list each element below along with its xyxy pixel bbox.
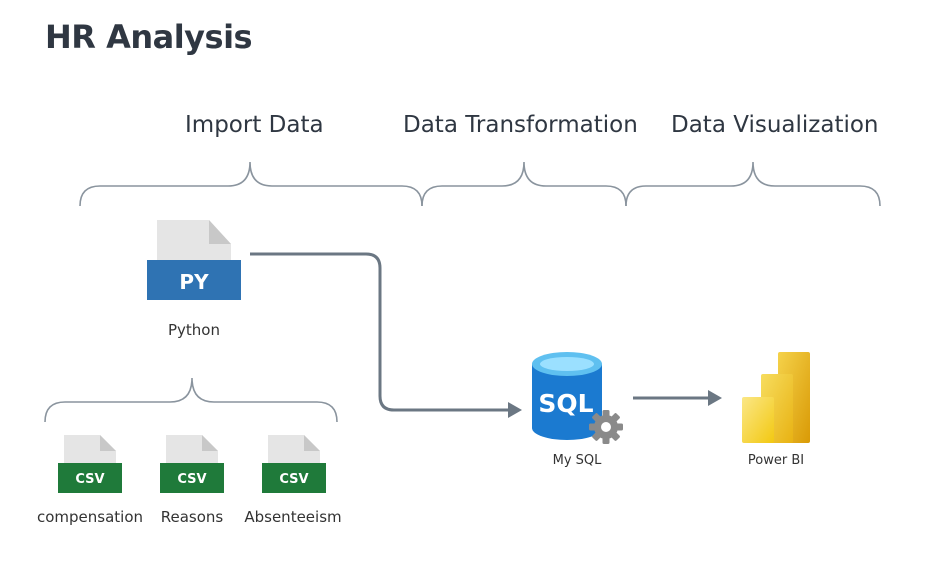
csv-file-icon-reasons: CSV [160,435,224,493]
csv-label-absenteeism: Absenteeism [244,508,342,526]
mysql-label: My SQL [552,453,602,468]
csv-file-icon-absenteeism: CSV [262,435,326,493]
brace-import-data [79,161,423,207]
python-file-icon: PY [147,220,241,300]
sql-database-icon: SQL [532,352,623,444]
stage-import-data: Import Data [185,112,324,138]
arrowhead-mysql-to-powerbi [708,390,722,406]
csv-badge: CSV [75,472,104,487]
page-title: HR Analysis [45,18,253,56]
brace-data-transformation [421,161,627,207]
brace-csv-group [44,377,338,423]
python-label: Python [168,321,220,339]
arrowhead-python-to-mysql [508,402,522,418]
powerbi-label: Power BI [747,453,805,468]
csv-label-reasons: Reasons [160,508,224,526]
sql-badge: SQL [538,389,593,418]
csv-badge: CSV [279,472,308,487]
stage-data-visualization: Data Visualization [671,112,879,138]
stage-data-transformation: Data Transformation [403,112,638,138]
csv-label-compensation: compensation [36,508,144,526]
csv-file-icon-compensation: CSV [58,435,122,493]
arrow-python-to-mysql [250,252,510,412]
brace-data-visualization [625,161,881,207]
power-bi-icon [742,352,810,443]
python-badge: PY [179,270,209,294]
gear-icon [589,410,623,444]
csv-badge: CSV [177,472,206,487]
